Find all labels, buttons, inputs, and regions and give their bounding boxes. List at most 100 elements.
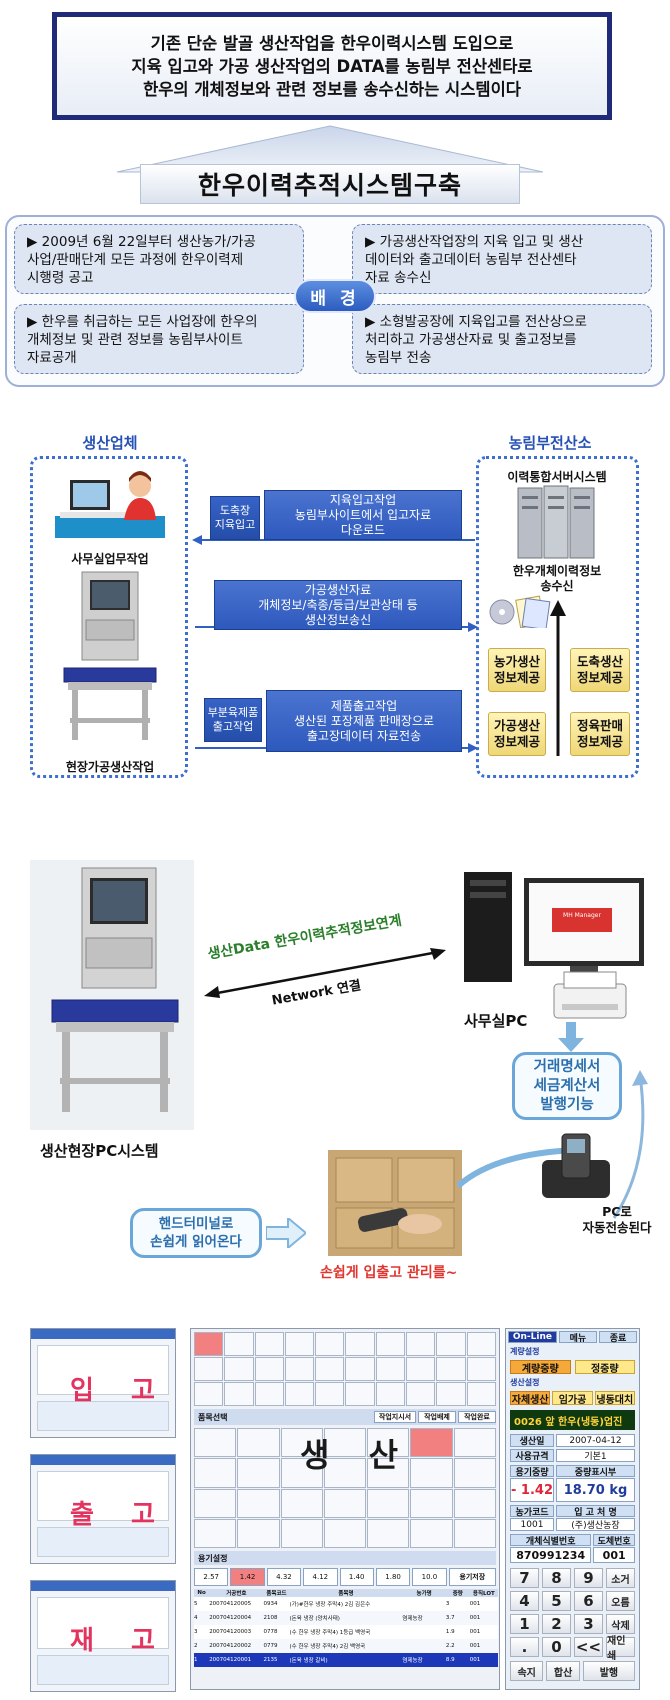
weight-value[interactable]: 4.12 [303,1568,338,1586]
weight-value[interactable]: 1.40 [339,1568,374,1586]
grid-cell[interactable] [323,1488,367,1518]
grid-cell[interactable] [194,1518,237,1548]
sum-button[interactable]: 합산 [546,1661,580,1681]
key-delete[interactable]: 삭제 [606,1614,635,1634]
key-7[interactable]: 7 [510,1568,539,1588]
grid-cell[interactable] [237,1488,280,1518]
grid-cell[interactable] [194,1458,237,1488]
grid-cell[interactable] [224,1357,254,1381]
sticker-button[interactable]: 속지 [510,1661,544,1681]
weight-value[interactable]: 10.0 [412,1568,447,1586]
grid-cell[interactable] [375,1357,406,1381]
grid-cell[interactable] [345,1382,375,1406]
key-4[interactable]: 4 [510,1591,539,1611]
grid-cell[interactable] [254,1357,284,1381]
frozen-button[interactable]: 냉동대치 [594,1391,635,1406]
grid-cell[interactable] [453,1458,496,1488]
grid-cell[interactable] [436,1357,466,1381]
grid-cell[interactable] [280,1458,323,1488]
grid-cell[interactable] [406,1332,436,1356]
grid-cell[interactable] [284,1382,315,1406]
issue-button[interactable]: 발행 [582,1661,635,1681]
work-exclude-button[interactable]: 작업배제 [418,1411,456,1423]
exit-button[interactable]: 종료 [598,1331,637,1344]
key-dot[interactable]: . [510,1637,539,1657]
grid-cell[interactable] [224,1382,254,1406]
grid-cell[interactable] [280,1488,323,1518]
grid-cell[interactable] [453,1488,496,1518]
grid-cell[interactable] [345,1332,375,1356]
grid-cell[interactable] [367,1458,410,1488]
weight-value[interactable]: 4.32 [266,1568,302,1586]
grid-cell[interactable] [280,1518,323,1548]
grid-cell[interactable] [466,1382,496,1406]
key-8[interactable]: 8 [542,1568,571,1588]
grid-cell[interactable] [237,1428,280,1458]
grid-cell[interactable] [280,1428,323,1458]
grid-cell[interactable] [410,1518,453,1548]
grid-cell[interactable] [436,1332,466,1356]
grid-cell[interactable] [367,1518,410,1548]
grid-cell[interactable] [315,1357,345,1381]
key-error[interactable]: 오름 [606,1591,635,1611]
grid-cell[interactable] [367,1428,410,1458]
grid-cell[interactable] [194,1428,237,1458]
production-date-field[interactable]: 2007-04-12 [556,1434,635,1447]
key-clear[interactable]: 소거 [606,1568,635,1588]
grid-cell[interactable] [237,1518,280,1548]
grid-cell[interactable] [466,1332,496,1356]
grid-cell[interactable] [284,1332,315,1356]
grid-cell[interactable] [436,1382,466,1406]
grid-cell[interactable] [315,1382,345,1406]
consign-button[interactable]: 임가공 [552,1391,593,1406]
grid-cell[interactable] [367,1488,410,1518]
grid-cell[interactable] [466,1357,496,1381]
grid-cell[interactable] [323,1518,367,1548]
key-5[interactable]: 5 [542,1591,571,1611]
key-0[interactable]: 0 [542,1637,571,1657]
grid-cell[interactable] [410,1488,453,1518]
weight-save-button[interactable]: 용기저장 [448,1568,496,1586]
fixed-weight-button[interactable]: 정중량 [574,1360,635,1375]
grid-cell[interactable] [315,1332,345,1356]
key-3[interactable]: 3 [574,1614,603,1634]
grid-cell[interactable] [406,1357,436,1381]
menu-button[interactable]: 메뉴 [558,1331,597,1344]
weight-value[interactable]: 1.42 [230,1568,265,1586]
grid-cell[interactable] [284,1357,315,1381]
key-1[interactable]: 1 [510,1614,539,1634]
work-order-button[interactable]: 작업지시서 [374,1411,416,1423]
id-number-field[interactable]: 870991234 [510,1547,592,1563]
work-complete-button[interactable]: 작업완료 [458,1411,496,1423]
grid-cell[interactable] [237,1458,280,1488]
key-6[interactable]: 6 [574,1591,603,1611]
grid-cell[interactable] [453,1428,496,1458]
grid-cell[interactable] [194,1332,224,1356]
weigh-weight-button[interactable]: 계량중량 [510,1360,571,1375]
key-reprint[interactable]: 재인쇄 [606,1636,635,1662]
grid-cell[interactable] [406,1382,436,1406]
spec-select[interactable]: 기본1 [556,1449,635,1462]
grid-cell[interactable] [194,1488,237,1518]
grid-cell[interactable] [254,1382,284,1406]
key-9[interactable]: 9 [574,1568,603,1588]
key-backspace[interactable]: << [574,1637,603,1657]
grid-cell[interactable] [194,1382,224,1406]
own-production-button[interactable]: 자체생산 [510,1391,551,1406]
grid-cell[interactable] [224,1332,254,1356]
grid-cell[interactable] [323,1428,367,1458]
grid-cell[interactable] [323,1458,367,1488]
carcass-number-field[interactable]: 001 [593,1547,635,1563]
grid-cell[interactable] [345,1357,375,1381]
farm-name-field[interactable]: (주)생산농장 [556,1518,635,1531]
grid-cell[interactable] [410,1428,453,1458]
grid-cell[interactable] [194,1357,224,1381]
weight-value[interactable]: 2.57 [194,1568,229,1586]
grid-cell[interactable] [254,1332,284,1356]
grid-cell[interactable] [375,1382,406,1406]
